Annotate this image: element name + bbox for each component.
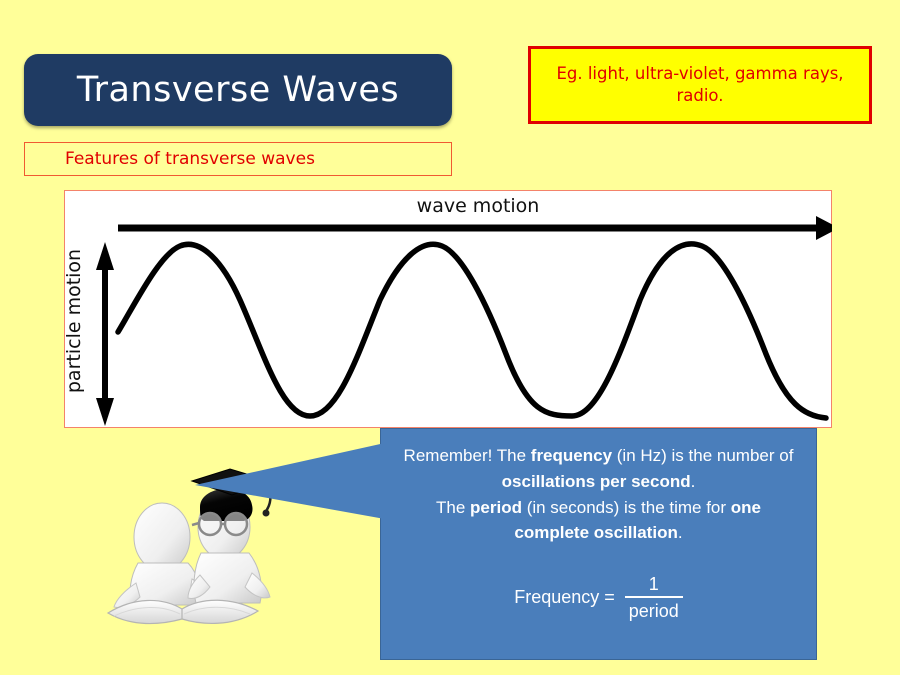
callout-line1-part1: Remember! The: [403, 446, 531, 465]
wave-motion-label: wave motion: [416, 195, 540, 217]
glasses-icon: [191, 511, 249, 537]
formula-denominator: period: [628, 601, 679, 622]
formula-numerator: 1: [624, 574, 683, 599]
callout-line2-bold2: one complete oscillation: [514, 497, 762, 543]
remember-callout-box: Remember! The frequency (in Hz) is the n…: [380, 428, 817, 660]
callout-line1-part2: (in Hz) is the number of: [612, 446, 794, 465]
particle-motion-label: particle motion: [63, 248, 85, 394]
features-subtitle-text: Features of transverse waves: [65, 149, 315, 169]
examples-text: Eg. light, ultra-violet, gamma rays, rad…: [556, 63, 844, 105]
callout-line2-part1: The: [435, 497, 471, 517]
callout-line1-bold1: frequency: [530, 446, 613, 465]
open-book-icon: [106, 599, 260, 625]
callout-line2-part3: .: [677, 523, 683, 543]
callout-pointer-tail: [195, 443, 385, 519]
page-title: Transverse Waves: [76, 70, 400, 110]
student-figure: [113, 502, 217, 608]
slide-title-box: Transverse Waves: [24, 54, 452, 126]
wave-diagram-graphic: [96, 216, 832, 426]
right-arrow-icon: [118, 216, 832, 240]
callout-line1-part3: .: [690, 471, 696, 491]
up-down-arrow-icon: [96, 242, 114, 426]
callout-line1-bold2: oscillations per second: [501, 471, 691, 491]
callout-line2-part2: (in seconds) is the time for: [521, 497, 731, 517]
examples-callout-box: Eg. light, ultra-violet, gamma rays, rad…: [528, 46, 872, 124]
formula-label: Frequency =: [514, 587, 615, 608]
callout-line-1: Remember! The frequency (in Hz) is the n…: [403, 443, 794, 495]
features-subtitle-box: Features of transverse waves: [24, 142, 452, 176]
callout-line2-bold1: period: [470, 497, 522, 517]
callout-line-2: The period (in seconds) is the time for …: [403, 495, 794, 547]
sine-wave-path: [115, 241, 829, 421]
